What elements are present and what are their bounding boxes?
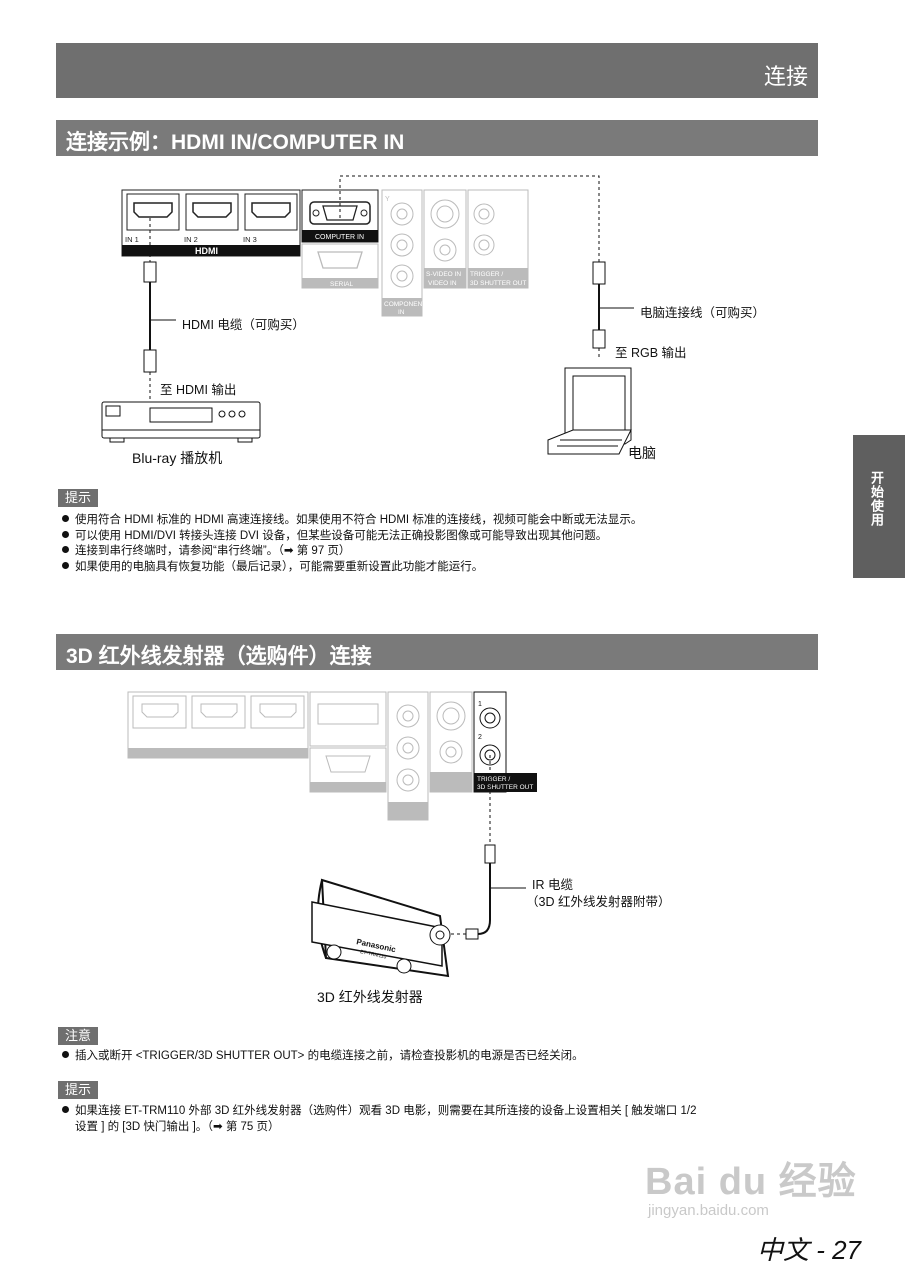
panel-greyed xyxy=(127,691,473,821)
list-item: 可以使用 HDMI/DVI 转接头连接 DVI 设备，但某些设备可能无法正确投影… xyxy=(62,529,822,545)
svideo-label: S-VIDEO IN xyxy=(426,271,461,278)
shutter-label-2: 3D SHUTTER OUT xyxy=(477,784,533,791)
serial-port: SERIAL xyxy=(301,243,379,289)
hint2-tag: 提示 xyxy=(58,1081,99,1099)
page-number: 中文 - 27 xyxy=(756,1235,861,1265)
to-hdmi-output-label: 至 HDMI 输出 xyxy=(160,383,237,397)
port-in3: IN 3 xyxy=(243,235,257,244)
hint1-list: 使用符合 HDMI 标准的 HDMI 高速连接线。如果使用不符合 HDMI 标准… xyxy=(62,513,822,575)
port-in2: IN 2 xyxy=(184,235,198,244)
caution-tag: 注意 xyxy=(58,1027,99,1045)
trigger-label-2: TRIGGER / xyxy=(477,776,510,783)
computer-cable xyxy=(339,175,634,360)
section2-title-bar: 3D 红外线发射器（选购件）连接 xyxy=(56,634,818,670)
trigger-port-active: TRIGGER / 3D SHUTTER OUT 1 2 xyxy=(473,691,537,793)
svideo-ports: S-VIDEO IN VIDEO IN xyxy=(423,189,467,289)
emitter-label: 3D 红外线发射器 xyxy=(317,989,423,1005)
hdmi-cable-label: HDMI 电缆（可购买） xyxy=(182,318,305,332)
component-label-1: COMPONENT xyxy=(384,301,426,308)
hdmi-cable xyxy=(143,218,176,400)
trigger-ports: TRIGGER / 3D SHUTTER OUT xyxy=(467,189,529,289)
watermark-url: jingyan.baidu.com xyxy=(648,1202,769,1219)
serial-label: SERIAL xyxy=(330,281,354,288)
hdmi-port-panel: HDMI IN 1 IN 2 IN 3 xyxy=(121,189,301,257)
ir-cable-label: IR 电缆 xyxy=(532,878,573,892)
computer-label: 电脑 xyxy=(628,445,656,461)
list-item: 插入或断开 <TRIGGER/3D SHUTTER OUT> 的电缆连接之前，请… xyxy=(62,1049,822,1065)
computer-in-label: COMPUTER IN xyxy=(315,234,364,241)
component-ports: COMPONENT IN Y xyxy=(381,189,426,317)
trigger-num-1: 1 xyxy=(478,701,482,708)
component-label-2: IN xyxy=(398,309,405,316)
hint1-tag: 提示 xyxy=(58,489,99,507)
baidu-watermark: Bai du 经验 jingyan.baidu.com xyxy=(645,1150,857,1219)
list-item: 使用符合 HDMI 标准的 HDMI 高速连接线。如果使用不符合 HDMI 标准… xyxy=(62,513,822,529)
pc-cable-label: 电脑连接线（可购买） xyxy=(640,306,766,320)
list-item: 如果使用的电脑具有恢复功能（最后记录），可能需要重新设置此功能才能运行。 xyxy=(62,560,822,576)
ir-cable-note: （3D 红外线发射器附带） xyxy=(526,895,671,909)
to-rgb-output-label: 至 RGB 输出 xyxy=(615,346,687,360)
list-item: 如果连接 ET-TRM110 外部 3D 红外线发射器（选购件）观看 3D 电影… xyxy=(62,1104,822,1120)
side-tab-label: 开始使用 xyxy=(869,471,884,527)
ir-emitter-connection-diagram: TRIGGER / 3D SHUTTER OUT 1 2 Panasonic E… xyxy=(127,691,537,978)
bluray-player-illustration xyxy=(101,401,261,443)
trigger-label: TRIGGER / xyxy=(470,271,503,278)
header-bar: 连接 xyxy=(56,43,818,98)
watermark-brand: Bai du 经验 xyxy=(645,1161,857,1203)
port-in1: IN 1 xyxy=(125,235,139,244)
hdmi-computer-connection-diagram: HDMI IN 1 IN 2 IN 3 COMPUTER IN SERIAL C… xyxy=(101,175,634,455)
hint2-list: 如果连接 ET-TRM110 外部 3D 红外线发射器（选购件）观看 3D 电影… xyxy=(62,1104,822,1135)
computer-in-port: COMPUTER IN xyxy=(301,189,379,243)
video-label: VIDEO IN xyxy=(428,280,457,287)
shutter-label: 3D SHUTTER OUT xyxy=(470,280,526,287)
header-title: 连接 xyxy=(763,64,808,89)
hdmi-logo: HDMI xyxy=(195,246,218,256)
component-y: Y xyxy=(385,196,390,203)
ir-emitter-illustration: Panasonic ET-TRM110 xyxy=(311,878,451,978)
caution-list: 插入或断开 <TRIGGER/3D SHUTTER OUT> 的电缆连接之前，请… xyxy=(62,1049,822,1065)
laptop-illustration xyxy=(547,367,632,455)
section1-title-bar: 连接示例：HDMI IN/COMPUTER IN xyxy=(56,120,818,156)
ir-cable xyxy=(450,755,526,940)
emitter-model: ET-TRM110 xyxy=(360,949,387,960)
list-item-continued: 设置 ] 的 [3D 快门输出 ]。（➡ 第 75 页） xyxy=(75,1120,280,1133)
bluray-label: Blu-ray 播放机 xyxy=(132,450,223,466)
section1-title: 连接示例：HDMI IN/COMPUTER IN xyxy=(66,131,405,154)
trigger-num-2: 2 xyxy=(478,734,482,741)
side-tab: 开始使用 xyxy=(853,435,905,578)
list-item: 连接到串行终端时，请参阅“串行终端”。（➡ 第 97 页） xyxy=(62,544,822,560)
section2-title: 3D 红外线发射器（选购件）连接 xyxy=(66,645,372,668)
